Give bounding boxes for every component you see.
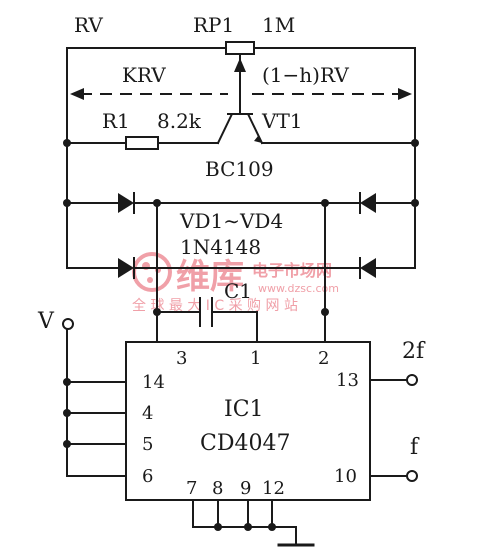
pin-5: 5 — [142, 434, 153, 455]
pin-10: 10 — [334, 466, 357, 487]
junction — [63, 409, 71, 417]
capacitor-c1 — [156, 297, 258, 343]
krv-arrow-icon — [70, 88, 84, 100]
watermark-slogan: 全 球 最 大 I C 采 购 网 站 — [132, 297, 298, 314]
ic1-body — [125, 341, 371, 501]
label-rp1-value: 1M — [262, 13, 295, 37]
r1-body — [125, 136, 159, 150]
junction — [63, 440, 71, 448]
diode-vd2-icon — [360, 193, 376, 213]
label-rv: RV — [74, 13, 103, 37]
label-out-f: f — [410, 435, 420, 460]
junction — [63, 199, 71, 207]
label-r1: R1 — [102, 109, 130, 133]
rv-arrow-icon — [398, 88, 412, 100]
junction — [244, 523, 252, 531]
watermark: 维库 电子市场网 www.dzsc.com 全 球 最 大 I C 采 购 网 … — [132, 252, 339, 314]
junction — [321, 308, 329, 316]
label-krv: KRV — [122, 63, 166, 87]
label-rp1: RP1 — [193, 13, 234, 37]
watermark-logo-icon — [132, 252, 172, 292]
rp1-body — [225, 41, 255, 55]
diode-vd3-icon — [118, 258, 134, 278]
label-out-2f: 2f — [402, 339, 426, 364]
junction — [321, 199, 329, 207]
pin-3: 3 — [176, 348, 187, 369]
junction — [63, 378, 71, 386]
watermark-title: 电子市场网 — [252, 261, 332, 280]
transistor-vt1 — [216, 113, 416, 145]
label-vt1-type: BC109 — [205, 157, 274, 181]
label-ic-name: IC1 — [224, 397, 264, 422]
watermark-logo: 维库 — [176, 257, 244, 297]
label-vd-range: VD1∼VD4 — [179, 209, 283, 233]
c1-plates — [199, 297, 213, 327]
input-pin-wires — [66, 381, 127, 477]
diode-vd4-icon — [360, 258, 376, 278]
pin-12: 12 — [262, 478, 285, 499]
label-vd-type: 1N4148 — [180, 235, 261, 259]
out-f-terminal-icon — [406, 470, 418, 482]
label-vin: V — [37, 309, 55, 334]
pin-2: 2 — [318, 348, 329, 369]
ground-wire — [192, 526, 297, 545]
pin-13: 13 — [336, 370, 359, 391]
potentiometer-rp1 — [66, 41, 416, 115]
pin-6: 6 — [142, 466, 153, 487]
outputs — [369, 374, 418, 482]
pin-9: 9 — [240, 478, 251, 499]
junction — [411, 139, 419, 147]
out-2f-terminal-icon — [406, 374, 418, 386]
junction — [153, 199, 161, 207]
junction — [214, 523, 222, 531]
ratio-arrows — [70, 88, 412, 100]
resistor-r1 — [66, 136, 219, 150]
vt1-emitter-arrow-icon — [254, 136, 262, 143]
c1-wire — [156, 311, 258, 343]
junction — [411, 199, 419, 207]
ic1 — [125, 341, 371, 501]
junction — [63, 139, 71, 147]
label-vt1: VT1 — [261, 109, 303, 133]
pin-14: 14 — [142, 372, 165, 393]
label-one-minus-h-rv: (1−h)RV — [262, 63, 349, 87]
pin-8: 8 — [212, 478, 223, 499]
vt1-leads — [216, 113, 264, 145]
input-v — [62, 318, 127, 477]
label-r1-value: 8.2k — [157, 109, 202, 133]
label-c1: C1 — [224, 279, 252, 303]
pin-4: 4 — [142, 403, 153, 424]
pin-1: 1 — [250, 348, 261, 369]
diode-vd1-icon — [118, 193, 134, 213]
junction — [268, 523, 276, 531]
pin-7: 7 — [186, 478, 197, 499]
input-v-terminal-icon — [62, 318, 74, 330]
rp1-wiper-arrow-icon — [234, 58, 246, 72]
watermark-url: www.dzsc.com — [258, 282, 339, 295]
bottom-pin-wires — [192, 499, 273, 528]
label-ic-type: CD4047 — [200, 431, 290, 456]
ground-bus — [192, 499, 315, 547]
